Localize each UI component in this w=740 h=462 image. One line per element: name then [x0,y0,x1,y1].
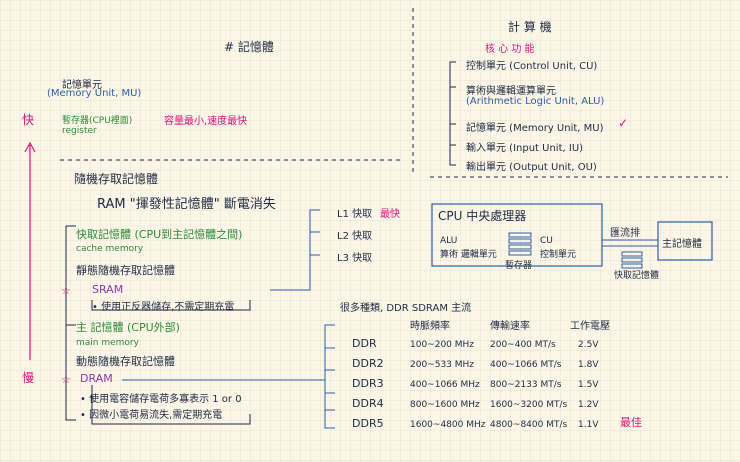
row-volt: 1.1V [578,420,599,430]
register-en: register [62,126,97,136]
row-rate: 200~400 MT/s [490,340,556,350]
row-clock: 200~533 MHz [410,360,475,370]
slow-label: 慢 [22,371,35,385]
cache-en: cache memory [76,244,144,254]
main-memory-zh: 主 記憶體 (CPU外部) [76,321,180,334]
cache-level-1: L1 快取 [337,209,373,220]
cpu-title: CPU 中央處理器 [438,209,527,223]
row-rate: 400~1066 MT/s [490,360,562,370]
item-memory-unit: 記憶單元 (Memory Unit, MU) [466,123,604,134]
fastest-tag: 最快 [380,209,400,220]
row-name: DDR3 [352,377,384,390]
row-clock: 400~1066 MHz [410,380,480,390]
row-name: DDR [352,337,377,350]
cu-zh: 控制單元 [540,250,577,260]
row-rate: 4800~8400 MT/s [490,420,568,430]
header-rate: 傳輸速率 [490,321,530,332]
item-alu-en: (Arithmetic Logic Unit, ALU) [466,96,605,107]
item-control-unit: 控制單元 (Control Unit, CU) [466,61,598,72]
sram-label: SRAM [92,283,124,296]
row-rate: 800~2133 MT/s [490,380,562,390]
main-memory-en: main memory [76,338,139,348]
row-rate: 1600~3200 MT/s [490,400,568,410]
cache-caption: 快取記憶體 [614,271,660,281]
cache-level-3: L3 快取 [337,253,373,264]
memory-title: # 記憶體 [224,40,274,54]
memory-unit-zh: 記憶單元 [62,80,102,91]
header-clock: 時脈頻率 [410,321,450,332]
ddr-caption: 很多種類, DDR SDRAM 主流 [340,303,472,314]
fast-label: 快 [22,113,35,127]
main-memory-box: 主記憶體 [662,239,702,250]
item-alu-zh: 算術與邏輯運算單元 [466,86,556,97]
row-volt: 1.5V [578,380,599,390]
header-volt: 工作電壓 [570,321,610,332]
dram-note-2: • 因微小電荷易流失,需定期充電 [80,410,223,421]
best-tag: 最佳 [620,416,642,429]
alu-zh: 算術 邏輯單元 [440,250,497,260]
register-note: 容量最小,速度最快 [164,116,248,127]
random-access-title: 隨機存取記憶體 [74,172,159,186]
dynamic-ram: 動態隨機存取記憶體 [76,355,175,368]
sram-note: • 使用正反器儲存,不需定期充電 [92,302,235,313]
svg-text:☆: ☆ [61,373,71,386]
memory-unit-en: (Memory Unit, MU) [47,88,142,99]
row-name: DDR2 [352,357,384,370]
item-input-unit: 輸入單元 (Input Unit, IU) [466,143,584,154]
row-clock: 100~200 MHz [410,340,475,350]
bus-label: 匯流排 [610,228,640,239]
register-zh: 暫存器(CPU裡面) [62,116,133,126]
row-name: DDR4 [352,397,384,410]
register-caption: 暫存器 [505,261,533,271]
row-clock: 1600~4800 MHz [410,420,486,430]
cu-label: CU [540,236,553,246]
cache-level-2: L2 快取 [337,231,373,242]
computer-title: 計 算 機 [508,20,552,34]
dram-note-1: • 使用電容儲存電荷多寡表示 1 or 0 [80,394,242,405]
item-output-unit: 輸出單元 (Output Unit, OU) [466,162,597,173]
row-clock: 800~1600 MHz [410,400,480,410]
row-volt: 2.5V [578,340,599,350]
ram-line: RAM "揮發性記憶體" 斷電消失 [97,197,276,212]
row-name: DDR5 [352,417,384,430]
core-functions: 核 心 功 能 [485,44,535,55]
alu-label: ALU [440,236,458,246]
row-volt: 1.2V [578,400,599,410]
static-ram: 靜態隨機存取記憶體 [76,264,175,277]
cache-zh: 快取記憶體 (CPU到主記憶體之間) [76,228,243,241]
check-icon: ✓ [618,116,629,130]
row-volt: 1.8V [578,360,599,370]
svg-text:☆: ☆ [61,284,71,297]
dram-label: DRAM [80,372,113,385]
